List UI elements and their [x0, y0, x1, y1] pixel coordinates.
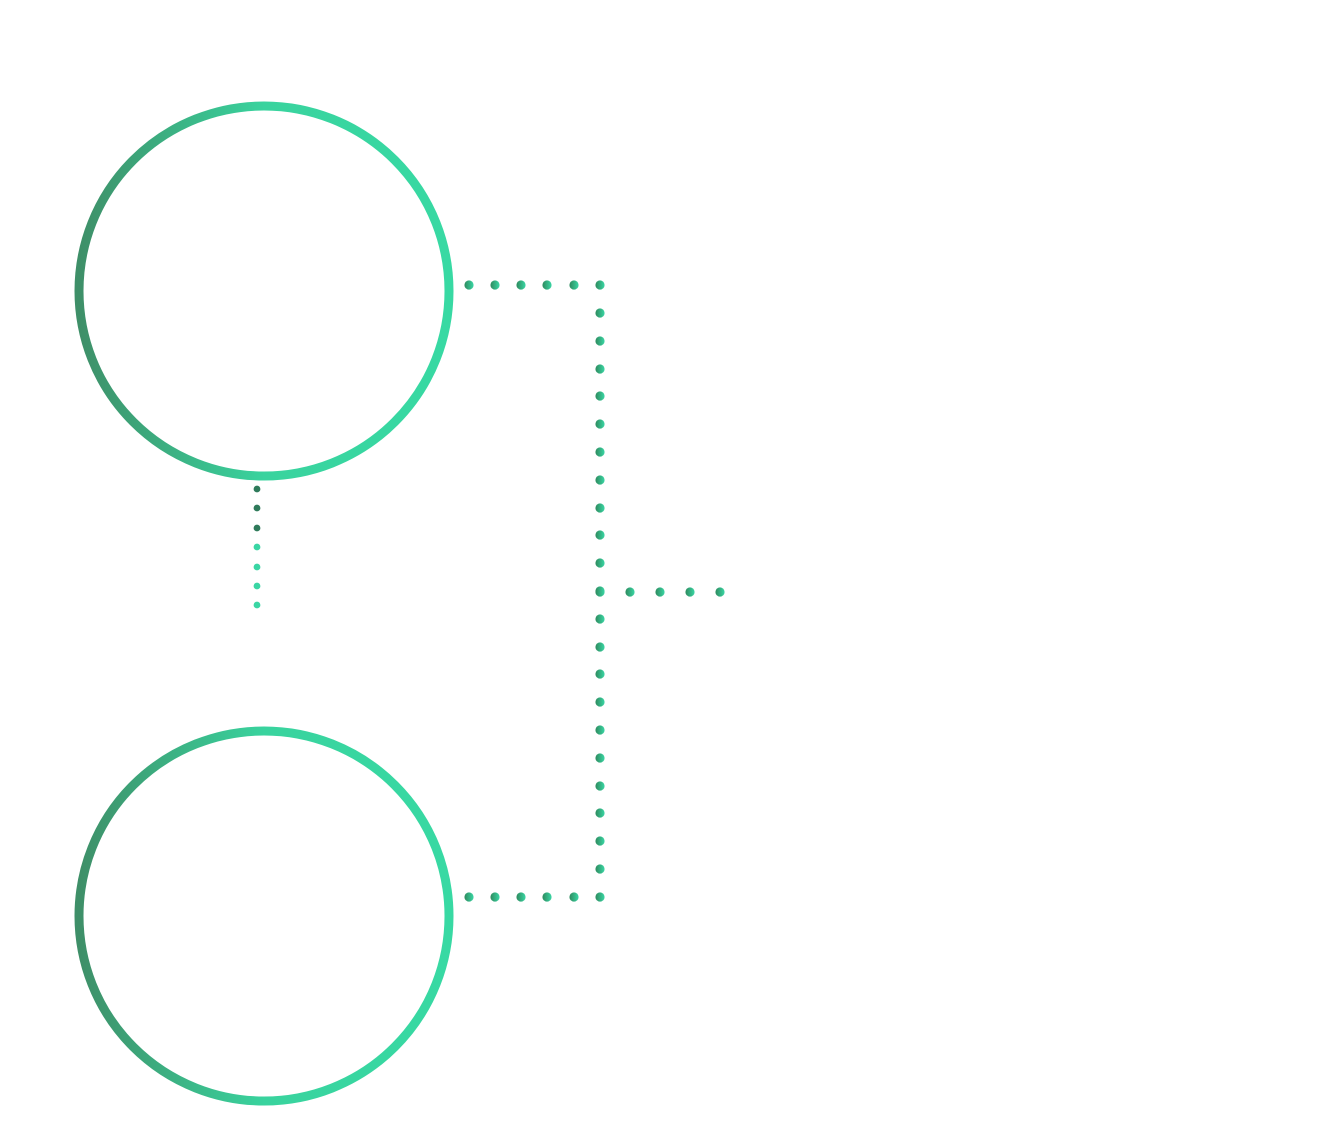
connector-dot-stem — [253, 582, 261, 590]
connector-dot-junction — [595, 558, 605, 568]
connector-dot-top — [542, 280, 552, 290]
connector-dot-junction — [595, 308, 605, 318]
connector-dot-junction — [595, 669, 605, 679]
connector-dot-bottom — [464, 892, 474, 902]
bottom-node-ring — [74, 726, 454, 1106]
connector-dot-bottom — [569, 892, 579, 902]
connector-dot-junction — [595, 836, 605, 846]
connector-dot-stem — [253, 543, 261, 551]
connector-dot-junction — [595, 475, 605, 485]
connector-dot-top — [595, 280, 605, 290]
connector-dot-top — [490, 280, 500, 290]
connector-dot-stem — [253, 524, 261, 532]
connector-dot-stem — [253, 504, 261, 512]
connector-dot-junction — [595, 530, 605, 540]
connector-dot-output — [595, 587, 605, 597]
connector-dot-top — [569, 280, 579, 290]
connector-dot-junction — [595, 614, 605, 624]
connector-dot-output — [715, 587, 725, 597]
dotted-connectors — [253, 280, 725, 902]
connector-dot-bottom — [516, 892, 526, 902]
connector-dot-junction — [595, 447, 605, 457]
connector-dot-output — [685, 587, 695, 597]
connector-dot-top — [464, 280, 474, 290]
connector-dot-top — [516, 280, 526, 290]
top-node-ring — [74, 101, 454, 481]
connector-dot-stem — [253, 485, 261, 493]
connector-dot-junction — [595, 808, 605, 818]
connector-dot-junction — [595, 781, 605, 791]
connector-dot-junction — [595, 753, 605, 763]
connector-dot-junction — [595, 336, 605, 346]
connector-dot-junction — [595, 697, 605, 707]
connector-dot-junction — [595, 364, 605, 374]
connector-dot-junction — [595, 391, 605, 401]
connector-dot-junction — [595, 864, 605, 874]
connector-dot-junction — [595, 642, 605, 652]
connector-dot-stem — [253, 601, 261, 609]
connector-dot-bottom — [542, 892, 552, 902]
connector-dot-output — [655, 587, 665, 597]
connector-dot-junction — [595, 419, 605, 429]
connector-dot-output — [625, 587, 635, 597]
connector-dot-stem — [253, 563, 261, 571]
connector-dot-bottom — [490, 892, 500, 902]
connector-dot-bottom — [595, 892, 605, 902]
connector-dot-junction — [595, 503, 605, 513]
connector-dot-junction — [595, 725, 605, 735]
